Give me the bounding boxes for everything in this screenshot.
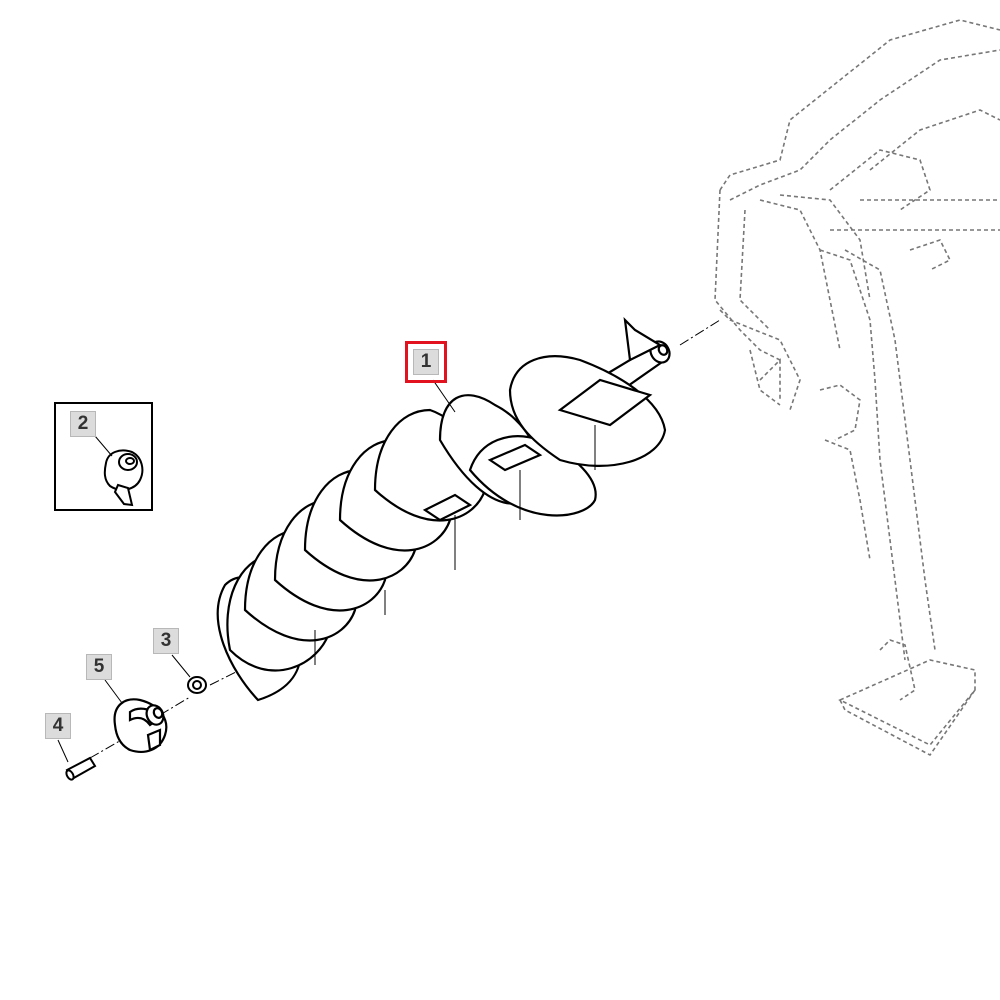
auger-bit-part[interactable] — [103, 449, 144, 507]
leader-line-4 — [57, 739, 69, 763]
callout-3[interactable]: 3 — [153, 628, 179, 654]
callout-5[interactable]: 5 — [86, 654, 112, 680]
auger-flighting-part[interactable] — [216, 316, 674, 702]
leader-line-3 — [171, 654, 191, 678]
inset-frame — [54, 402, 153, 511]
nut-part[interactable] — [187, 676, 207, 694]
hydraulic-drive-frame-ghost — [714, 19, 1000, 757]
pin-part[interactable] — [65, 756, 97, 781]
leader-line-1 — [432, 379, 456, 413]
leader-line-2 — [94, 435, 113, 457]
callout-4[interactable]: 4 — [45, 713, 71, 739]
callout-2[interactable]: 2 — [70, 411, 96, 437]
callout-1[interactable]: 1 — [405, 341, 447, 383]
bit-holder-part[interactable] — [113, 698, 168, 753]
leader-line-5 — [104, 679, 123, 704]
